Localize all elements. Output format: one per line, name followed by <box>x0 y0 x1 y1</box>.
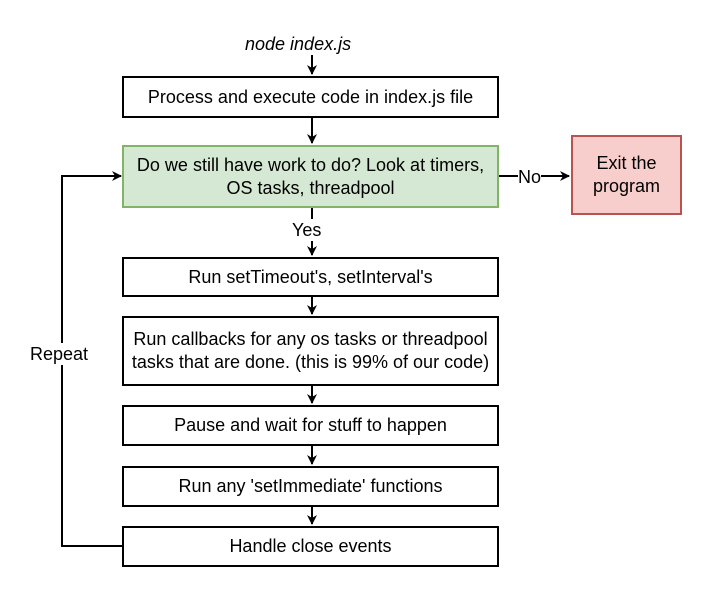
exit-program-box: Exit the program <box>571 135 682 215</box>
close-events-box: Handle close events <box>122 526 499 567</box>
callbacks-box: Run callbacks for any os tasks or thread… <box>122 316 499 386</box>
repeat-edge-label: Repeat <box>30 343 89 365</box>
timers-box: Run setTimeout's, setInterval's <box>122 257 499 297</box>
set-immediate-box: Run any 'setImmediate' functions <box>122 466 499 507</box>
work-check-decision-box: Do we still have work to do? Look at tim… <box>122 145 499 208</box>
process-code-box: Process and execute code in index.js fil… <box>122 76 499 118</box>
pause-box: Pause and wait for stuff to happen <box>122 405 499 446</box>
no-edge-label: No <box>518 166 542 188</box>
yes-edge-label: Yes <box>292 219 322 241</box>
start-label: node index.js <box>245 34 352 54</box>
